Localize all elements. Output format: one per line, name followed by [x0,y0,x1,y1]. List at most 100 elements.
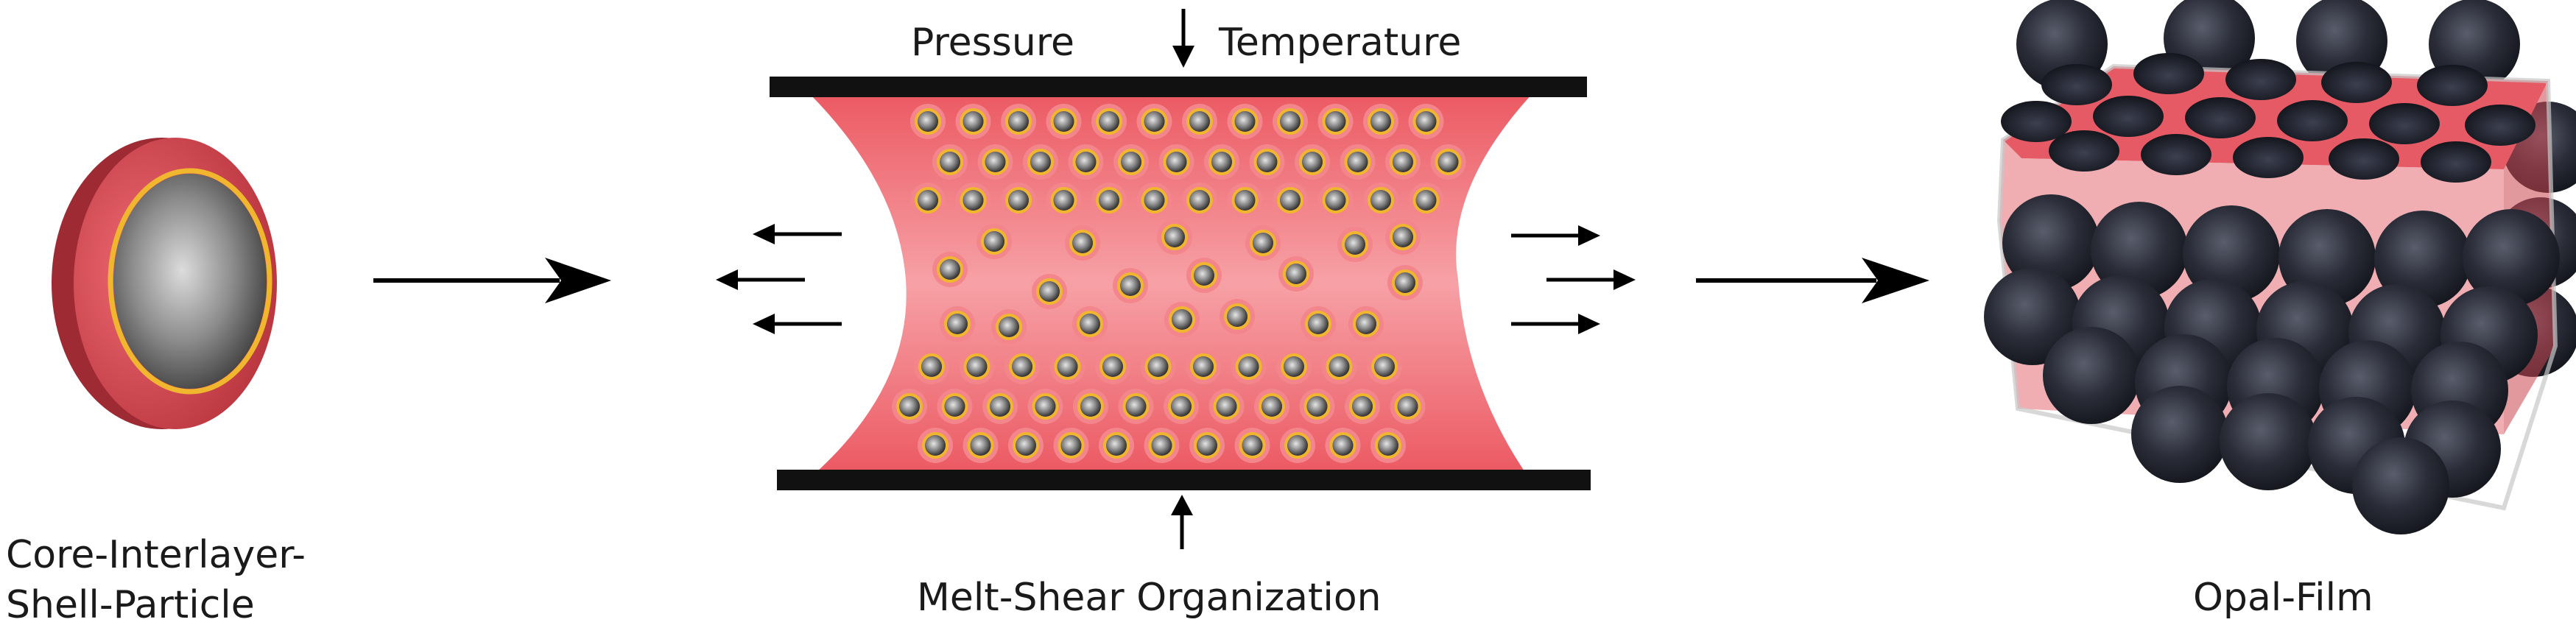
opal-sphere [2091,202,2188,299]
pressure-label: Pressure [911,21,1075,65]
shell-particle [1140,349,1176,384]
shell-particle [955,104,991,139]
left-arrow-icon [753,224,842,244]
shell-particle [892,389,927,424]
shell-particle [1387,265,1423,300]
shell-particle [914,349,949,384]
shell-particle [1363,183,1398,218]
shell-particle [932,252,968,287]
film-hole [2421,141,2491,183]
right-flow-arrows [1511,225,1636,334]
shell-particle [1004,349,1040,384]
film-hole [2329,138,2399,180]
shell-particle [1273,183,1308,218]
shell-particle [1340,144,1376,180]
shell-particle [918,428,953,463]
shell-particle [1348,306,1384,342]
shell-particle [1073,389,1108,424]
shell-particle [1363,104,1398,139]
shell-particle [1204,144,1239,180]
film-hole [2321,62,2392,103]
down-arrow-icon [1172,9,1194,68]
shell-particle [1317,183,1354,218]
particle-core [113,174,267,389]
shell-particle [1299,389,1335,424]
core-particle-label-line2: Shell-Particle [6,583,255,627]
shell-particle [1065,225,1100,261]
film-hole [2093,96,2164,137]
shell-particle [1208,389,1245,424]
shell-particle [991,309,1027,345]
opal-sphere [2352,437,2449,534]
film-top-holes [2001,53,2535,183]
shell-particle [1430,144,1466,180]
opal-sphere [2043,327,2140,424]
opal-sphere [2220,393,2317,490]
shell-particle [1245,225,1281,261]
shell-particle [1345,389,1380,424]
right-arrow-icon [373,258,611,303]
shell-particle [1337,227,1373,262]
shell-particle [1049,349,1085,384]
shell-particle [1095,349,1130,384]
shell-particle [1370,428,1406,463]
temperature-label: Temperature [1219,21,1462,65]
shell-particle [1186,349,1221,384]
shell-particle [1325,428,1361,463]
shell-particle [1254,389,1289,424]
right-arrow-icon [1511,314,1600,334]
opal-sphere [2002,194,2100,292]
left-flow-arrows [716,224,842,334]
shell-particle [1385,144,1421,180]
shell-particle [1186,258,1222,293]
shell-particle [1321,349,1357,384]
shell-particle [1113,144,1149,180]
shell-particle [1182,183,1217,218]
shell-particle [1182,104,1217,139]
shell-particle [1046,183,1082,218]
shell-particle [1091,104,1127,139]
shell-particle [1234,428,1270,463]
film-hole [2369,103,2440,144]
shell-particle [1068,144,1104,180]
particle-interlayer [108,168,272,395]
shell-particle [959,349,995,384]
shell-particle [1301,306,1336,342]
shell-particle [1295,144,1330,180]
shell-particle [1280,428,1315,463]
shell-particle [1001,104,1036,139]
shell-particle [1408,104,1444,139]
right-arrow-icon [1511,225,1600,246]
right-arrow-icon [1546,269,1636,290]
shell-particle [1091,183,1127,218]
shell-particle [1317,104,1354,139]
shell-particle [1164,389,1199,424]
film-hole [2225,59,2296,100]
shell-particle [1231,349,1267,384]
left-arrow-icon [716,269,805,290]
shear-particles [892,104,1466,463]
opal-film [1984,0,2576,534]
shell-particle [1046,104,1082,139]
shell-particle [940,306,975,342]
shell-particle [1053,428,1089,463]
shell-particle [1113,268,1148,303]
shell-particle [1390,389,1426,424]
shell-particle [982,389,1018,424]
shell-particle [932,144,968,180]
shell-particle [1144,428,1180,463]
shell-particle [910,104,946,139]
film-front-spheres [1984,194,2560,534]
shell-particle [937,389,973,424]
film-hole [2277,100,2348,141]
opal-sphere [2131,386,2228,483]
opal-sphere [2183,205,2280,303]
opal-sphere [2463,209,2560,306]
film-hole [2185,97,2256,138]
left-arrow-icon [753,314,842,334]
shell-particle [1276,349,1312,384]
shell-particle [1032,274,1067,309]
shell-particle [1164,302,1200,337]
shell-particle [955,183,991,218]
